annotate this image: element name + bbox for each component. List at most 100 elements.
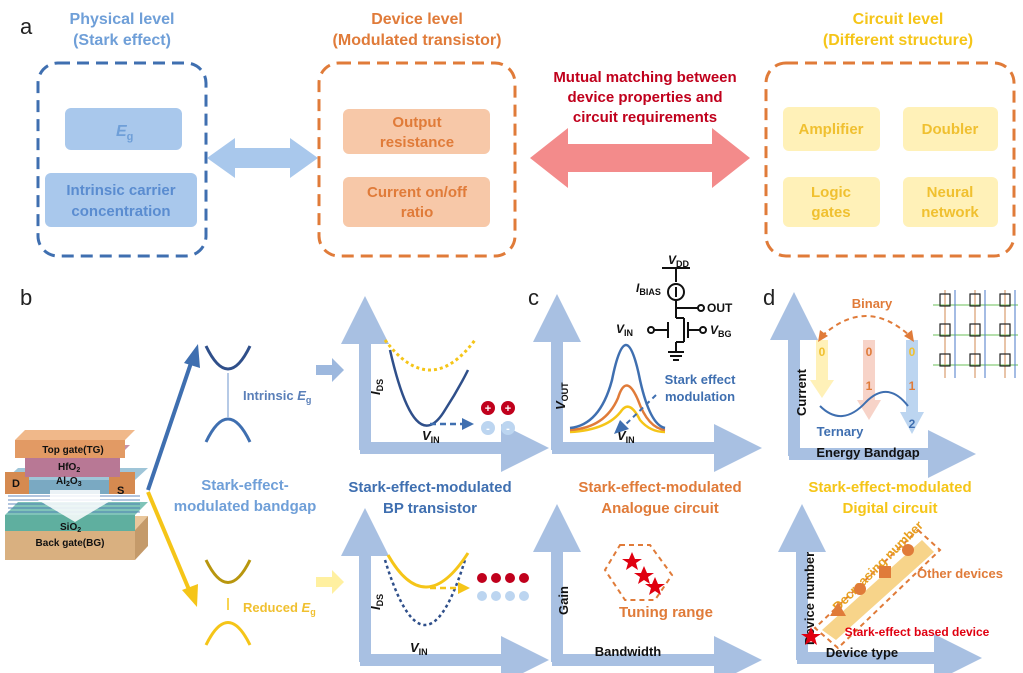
level-arrow-pink: [857, 340, 881, 420]
analog-modulation-line2: modulation: [665, 389, 735, 404]
schematic-out: OUT: [707, 301, 733, 315]
blue-branch-arrow: [146, 359, 194, 491]
analog-curve-orange: [569, 384, 666, 432]
digital-level-0c: 0: [909, 345, 916, 359]
transistor-bottom-blue-curve: [383, 559, 467, 626]
tuning-range-stars: [622, 552, 665, 595]
panel-label-d: d: [763, 285, 775, 310]
carrier-box: [45, 173, 197, 227]
level-arrow-blue: [900, 340, 924, 434]
stack-al2o3: Al2O3: [56, 476, 82, 488]
matching-line1: Mutual matching between: [553, 69, 736, 86]
transistor-top-minus2: -: [506, 423, 510, 435]
digital-title-line2: Digital circuit: [842, 500, 937, 517]
yellow-branch-arrowhead: [182, 584, 198, 607]
transistor-bottom-ylabel: IDS: [368, 594, 385, 610]
circuit-level-title: Circuit level: [853, 11, 944, 28]
analog-vout-label: VOUT: [553, 382, 570, 410]
transistor-top-plus1: +: [485, 403, 491, 415]
carrier-box-line1: Intrinsic carrier: [66, 182, 175, 199]
digital-level-0a: 0: [819, 345, 826, 359]
level-arrow-yellow: [810, 340, 834, 398]
binary-arc-head-left: [818, 330, 828, 342]
yellow-small-arrow: [316, 570, 344, 594]
panel-label-b: b: [20, 285, 32, 310]
onoff-ratio-line2: ratio: [401, 204, 434, 221]
onoff-ratio-line1: Current on/off: [367, 184, 468, 201]
amplifier-label: Amplifier: [798, 121, 863, 138]
analog-title-line2: Analogue circuit: [601, 500, 719, 517]
other-devices-label: Other devices: [917, 566, 1003, 581]
eg-box: [65, 108, 182, 150]
logic-gates-line2: gates: [811, 204, 850, 221]
digital-level-1a: 1: [866, 379, 873, 393]
output-resistance-box: [343, 109, 490, 154]
eg-box-label: Eg: [116, 123, 133, 143]
stack-top-gate: Top gate(TG): [42, 445, 103, 456]
bandgap-label-line2: modulated bandgap: [174, 498, 317, 515]
analog-vin-label: VIN: [617, 428, 635, 445]
binary-arc: [821, 315, 911, 337]
stack-d: D: [12, 478, 20, 490]
stack-back-gate: Back gate(BG): [36, 538, 105, 549]
decreasing-band: [822, 540, 934, 640]
digital-level-2: 2: [909, 417, 916, 431]
physical-level-title: Physical level: [70, 11, 175, 28]
intrinsic-vb-band: [204, 417, 252, 443]
other-device-square: [879, 566, 891, 578]
circuit-level-subtitle: (Different structure): [823, 32, 973, 49]
other-device-circle-1: [902, 544, 914, 556]
device-level-title: Device level: [371, 11, 463, 28]
device-level-subtitle: (Modulated transistor): [333, 32, 502, 49]
analog-curve-blue: [569, 344, 666, 430]
analog-title-line1: Stark-effect-modulated: [578, 479, 741, 496]
analog-gain-label: Gain: [556, 586, 571, 615]
transistor-top-carriers: [481, 401, 515, 435]
transistor-bottom-carriers: [477, 573, 529, 601]
digital-current-label: Current: [794, 368, 809, 416]
carrier-box-line2: concentration: [71, 203, 170, 220]
digital-energy-label: Energy Bandgap: [816, 445, 919, 460]
device-level-box: [317, 61, 517, 258]
panel-label-a: a: [20, 14, 33, 39]
device-type-label: Device type: [826, 645, 898, 660]
transistor-title-line2: BP transistor: [383, 500, 477, 517]
logic-gates-line1: Logic: [811, 184, 851, 201]
schematic-vbg: VBG: [710, 323, 732, 339]
yellow-branch-arrow: [146, 491, 192, 593]
stack-s: S: [117, 485, 124, 497]
analog-modulation-line1: Stark effect: [665, 372, 736, 387]
stack-hfo2: HfO2: [58, 462, 80, 474]
circuit-array-thumbnail: [930, 288, 1020, 380]
transistor-bottom-yellow-curve: [386, 552, 470, 589]
other-device-triangle: [830, 602, 846, 616]
transistor-top-dashed-arrowhead: [462, 418, 474, 430]
blue-small-arrow: [316, 358, 344, 382]
reduced-cb-band: [204, 559, 252, 584]
matching-line2: device properties and: [567, 89, 722, 106]
doubler-label: Doubler: [922, 121, 979, 138]
transistor-top-yellow-curve: [383, 339, 477, 372]
pink-double-arrow: [530, 128, 750, 188]
output-resistance-line2: resistance: [380, 134, 454, 151]
transistor-top-plus2: +: [505, 403, 511, 415]
schematic-vdd: VDD: [668, 253, 690, 269]
decreasing-band-boundary: [813, 528, 942, 650]
stack-sio2: SiO2: [60, 522, 81, 534]
digital-title-line1: Stark-effect-modulated: [808, 479, 971, 496]
analog-modulation-arrow: [623, 394, 657, 427]
analog-modulation-arrowhead: [614, 420, 629, 434]
physical-level-box: [36, 61, 208, 258]
stark-device-star: [801, 627, 821, 645]
transistor-bottom-xlabel: VIN: [410, 640, 428, 657]
reduced-eg-label: Reduced Eg: [243, 600, 316, 617]
device-stack-illustration: [5, 430, 148, 560]
analog-bandwidth-label: Bandwidth: [595, 644, 661, 659]
stark-device-label: Stark-effect based device: [845, 625, 990, 639]
output-resistance-line1: Output: [392, 114, 441, 131]
digital-level-0b: 0: [866, 345, 873, 359]
digital-level-1b: 1: [909, 379, 916, 393]
amplifier-box: [783, 107, 880, 151]
